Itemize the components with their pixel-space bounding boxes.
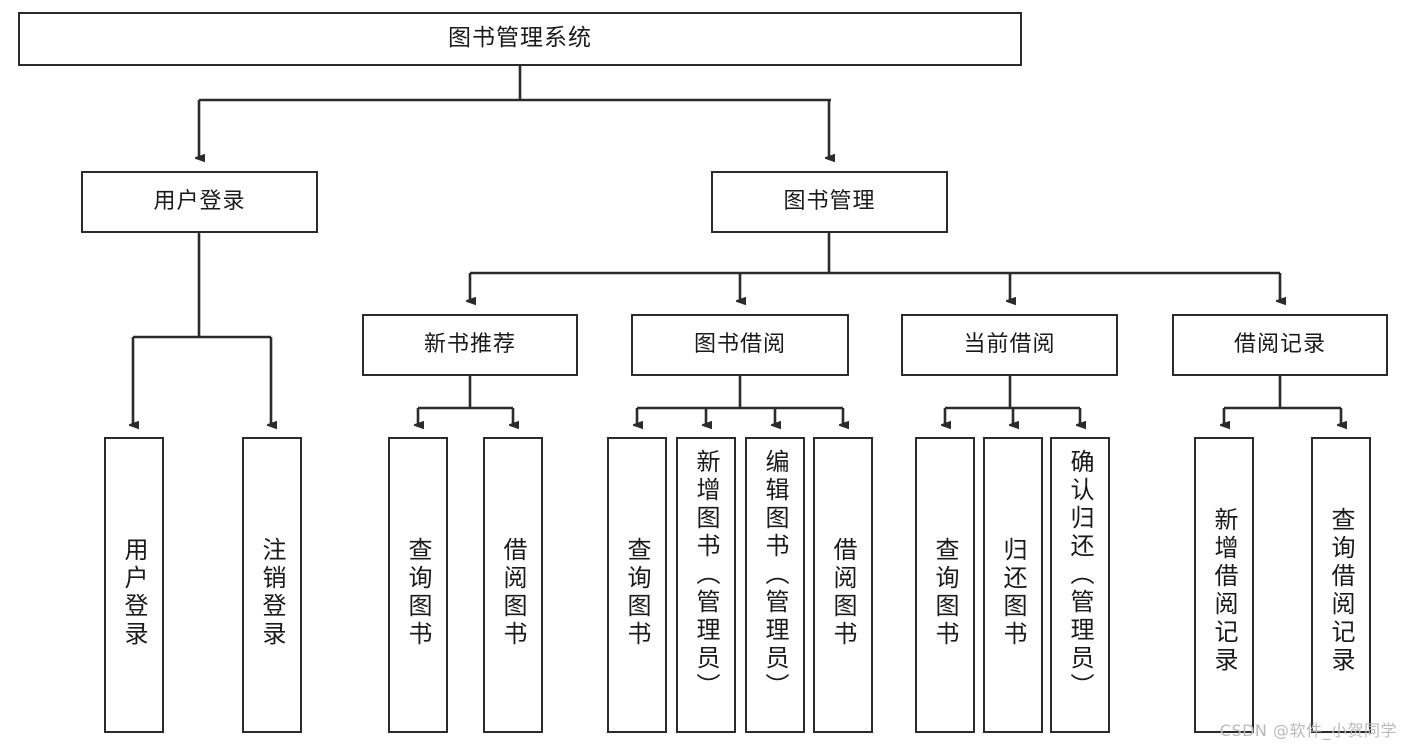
node-label: 用户登录 xyxy=(120,537,148,649)
node-label: 新书推荐 xyxy=(423,332,516,358)
node-label: 注销登录 xyxy=(258,537,286,649)
node-root-book-management-system[interactable]: 图书管理系统 xyxy=(18,12,1022,66)
leaf-query-borrow-record[interactable]: 查询借阅记录 xyxy=(1311,437,1371,733)
leaf-borrow-book[interactable]: 借阅图书 xyxy=(813,437,873,733)
leaf-edit-book-admin[interactable]: 编辑图书（管理员） xyxy=(745,437,805,733)
leaf-add-book-admin[interactable]: 新增图书（管理员） xyxy=(676,437,736,733)
leaf-user-login[interactable]: 用户登录 xyxy=(104,437,164,733)
node-label: 查询借阅记录 xyxy=(1327,507,1355,675)
node-borrow-record[interactable]: 借阅记录 xyxy=(1172,314,1388,376)
node-new-book-recommend[interactable]: 新书推荐 xyxy=(362,314,578,376)
node-label: 借阅记录 xyxy=(1233,332,1326,358)
node-label: 编辑图书（管理员） xyxy=(761,449,789,701)
node-user-login[interactable]: 用户登录 xyxy=(81,171,318,233)
node-label: 借阅图书 xyxy=(829,537,857,649)
node-label: 用户登录 xyxy=(153,189,246,215)
leaf-add-borrow-record[interactable]: 新增借阅记录 xyxy=(1194,437,1254,733)
node-label: 图书管理系统 xyxy=(448,25,592,52)
node-label: 确认归还（管理员） xyxy=(1066,449,1094,701)
node-label: 图书借阅 xyxy=(693,332,786,358)
node-book-management[interactable]: 图书管理 xyxy=(711,171,948,233)
node-label: 新增借阅记录 xyxy=(1210,507,1238,675)
node-label: 图书管理 xyxy=(783,189,876,215)
node-label: 当前借阅 xyxy=(963,332,1056,358)
watermark-text: CSDN @软件_小贺同学 xyxy=(1219,721,1397,740)
node-label: 查询图书 xyxy=(623,537,651,649)
leaf-logout-login[interactable]: 注销登录 xyxy=(242,437,302,733)
node-label: 查询图书 xyxy=(931,537,959,649)
leaf-query-book-recommend[interactable]: 查询图书 xyxy=(388,437,448,733)
node-current-borrow[interactable]: 当前借阅 xyxy=(901,314,1118,376)
node-label: 借阅图书 xyxy=(499,537,527,649)
node-label: 归还图书 xyxy=(999,537,1027,649)
leaf-query-book-borrow[interactable]: 查询图书 xyxy=(607,437,667,733)
leaf-borrow-book-recommend[interactable]: 借阅图书 xyxy=(483,437,543,733)
node-book-borrow[interactable]: 图书借阅 xyxy=(631,314,849,376)
leaf-query-book-current[interactable]: 查询图书 xyxy=(915,437,975,733)
node-label: 新增图书（管理员） xyxy=(692,449,720,701)
leaf-return-book[interactable]: 归还图书 xyxy=(983,437,1043,733)
leaf-confirm-return-admin[interactable]: 确认归还（管理员） xyxy=(1050,437,1110,733)
node-label: 查询图书 xyxy=(404,537,432,649)
